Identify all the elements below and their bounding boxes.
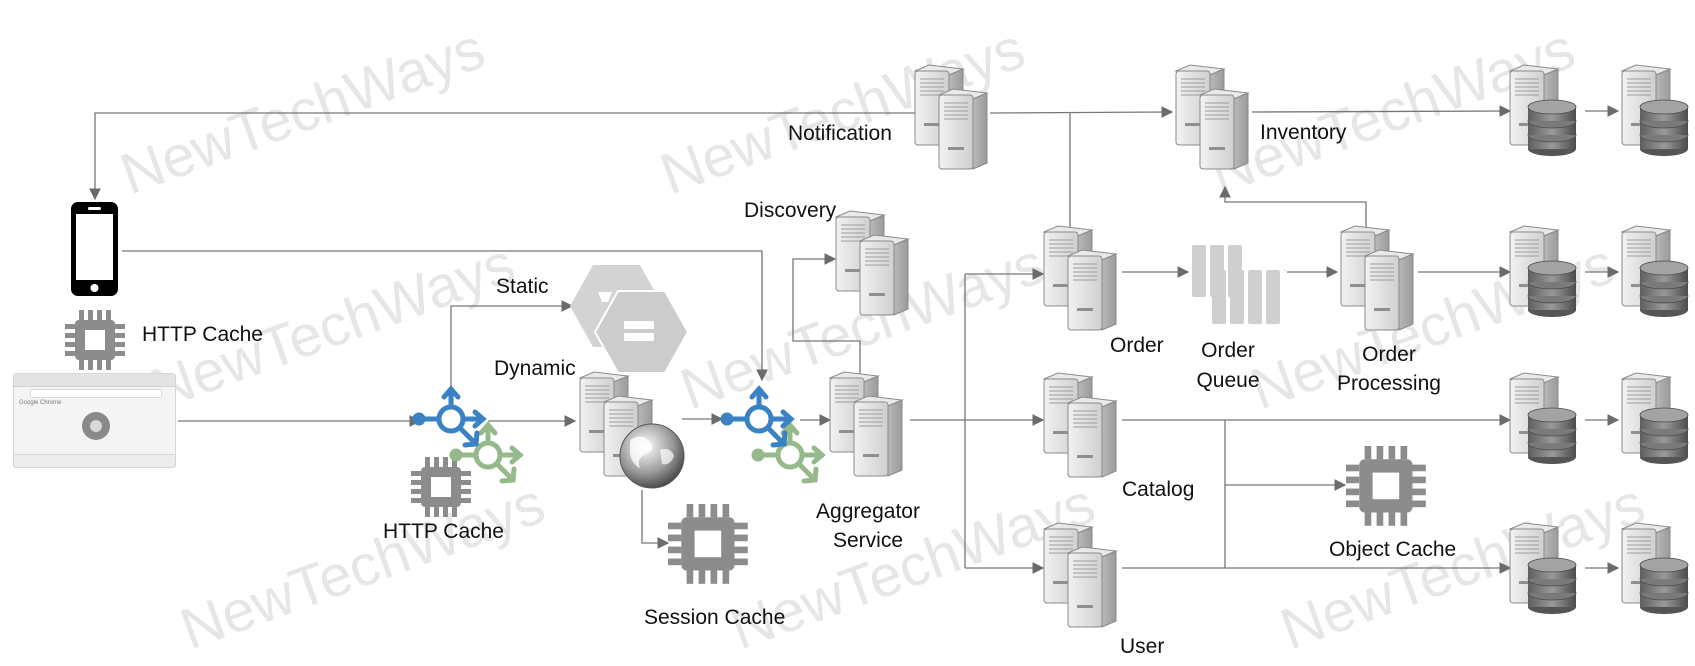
database-server-icon	[1510, 373, 1576, 464]
globe-icon	[619, 423, 685, 489]
browser-address-bar	[30, 389, 162, 398]
arrow-aggregator-to-discovery	[792, 253, 861, 375]
catalog-label: Catalog	[1122, 478, 1194, 501]
load-balancer-icon	[413, 389, 483, 445]
message-queue-icon	[1192, 245, 1286, 324]
inventory-label: Inventory	[1260, 121, 1347, 144]
browser-footer	[14, 454, 175, 467]
browser-title: Google Chrome	[19, 400, 62, 406]
object-cache-label: Object Cache	[1329, 538, 1456, 561]
server-icon	[1341, 226, 1413, 330]
static-label: Static	[496, 275, 549, 298]
cpu-chip-icon	[65, 310, 125, 370]
order-processing-label-line2: Processing	[1337, 372, 1441, 395]
http-cache-lb-label: HTTP Cache	[383, 520, 504, 543]
session-cache-label: Session Cache	[644, 606, 785, 629]
arrow-dynamic-to-session-cache	[641, 490, 670, 549]
arrow-phone-to-aggregator-lb	[122, 250, 768, 382]
server-icon	[1044, 226, 1116, 330]
browser-window-icon: Google Chrome	[13, 373, 176, 468]
node-labels: HTTP Cache Static Dynamic HTTP Cache Ses…	[142, 121, 1456, 658]
mobile-phone-icon	[71, 202, 118, 296]
http-cache-client-label: HTTP Cache	[142, 323, 263, 346]
static-storage-icon	[570, 265, 690, 374]
server-icon	[1044, 373, 1116, 477]
browser-tab-bar	[14, 374, 175, 387]
aggregator-label-line2: Service	[833, 529, 903, 552]
server-icon	[830, 372, 902, 476]
arrow-lb-to-static	[450, 300, 574, 390]
database-server-icon	[1622, 373, 1688, 464]
database-server-icon	[1622, 226, 1688, 317]
arrow-notification-to-inventory	[989, 106, 1174, 118]
order-queue-label-line1: Order	[1201, 339, 1255, 362]
watermark: NewTechWays	[112, 16, 493, 208]
order-queue-label-line2: Queue	[1196, 369, 1259, 392]
arrow-processing-to-inventory	[1219, 185, 1367, 228]
dynamic-label: Dynamic	[494, 357, 576, 380]
order-label: Order	[1110, 334, 1164, 357]
arrow-notification-to-phone	[89, 112, 925, 201]
watermark: NewTechWays	[172, 471, 553, 661]
arrow-inventory-to-db	[1251, 105, 1512, 117]
server-icon	[1044, 523, 1116, 627]
notification-label: Notification	[788, 122, 892, 145]
database-server-icon	[1622, 523, 1688, 614]
server-icon	[1176, 65, 1248, 169]
watermark: NewTechWays	[1272, 471, 1653, 661]
user-label: User	[1120, 635, 1164, 658]
database-server-icon	[1510, 226, 1576, 317]
connectors	[89, 105, 1620, 574]
cpu-chip-icon	[1346, 446, 1426, 526]
database-server-icon	[1622, 65, 1688, 156]
aggregator-label-line1: Aggregator	[816, 500, 920, 523]
cpu-chip-icon	[668, 504, 748, 584]
discovery-label: Discovery	[744, 199, 837, 222]
chrome-logo-icon	[82, 412, 110, 440]
order-processing-label-line1: Order	[1362, 343, 1416, 366]
